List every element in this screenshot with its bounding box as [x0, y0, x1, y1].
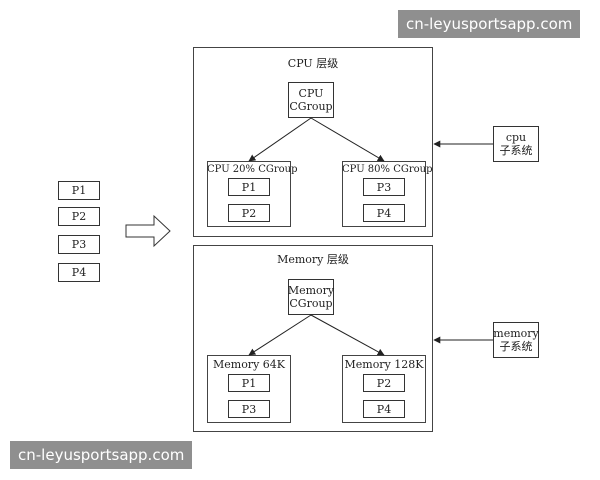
- cpu-20-item-p2: P2: [228, 204, 270, 222]
- process-p2: P2: [58, 207, 100, 226]
- cpu-80-cgroup-label: CPU 80% CGroup: [342, 164, 433, 175]
- memory-128k-item-p2: P2: [363, 374, 405, 392]
- process-p4: P4: [58, 263, 100, 282]
- cpu-subsystem-line-2: 子系统: [499, 144, 533, 157]
- memory-root-line-2: CGroup: [289, 297, 333, 310]
- cpu-hierarchy-title: CPU 层级: [287, 57, 339, 70]
- memory-subsystem-line-1: memory: [493, 327, 539, 340]
- assignment-arrow-icon: [125, 214, 171, 248]
- process-p1: P1: [58, 181, 100, 200]
- memory-64k-item-p3: P3: [228, 400, 270, 418]
- memory-64k-cgroup-label: Memory 64K: [212, 358, 285, 371]
- watermark-bottom: cn-leyusportsapp.com: [10, 441, 193, 469]
- memory-64k-item-p1: P1: [228, 374, 270, 392]
- cpu-root-cgroup: CPU CGroup: [288, 82, 334, 118]
- memory-root-line-1: Memory: [287, 284, 335, 297]
- watermark-top: cn-leyusportsapp.com: [398, 10, 581, 38]
- cpu-subsystem-box: cpu 子系统: [493, 126, 539, 162]
- memory-root-cgroup: Memory CGroup: [288, 279, 334, 315]
- memory-128k-cgroup-label: Memory 128K: [344, 358, 424, 371]
- cpu-20-cgroup-label: CPU 20% CGroup: [207, 164, 298, 175]
- cpu-80-item-p4: P4: [363, 204, 405, 222]
- cpu-root-line-2: CGroup: [289, 100, 333, 113]
- memory-subsystem-line-2: 子系统: [499, 340, 533, 353]
- memory-subsystem-box: memory 子系统: [493, 322, 539, 358]
- cpu-root-line-1: CPU: [298, 87, 324, 100]
- memory-hierarchy-title: Memory 层级: [277, 253, 349, 266]
- cpu-20-item-p1: P1: [228, 178, 270, 196]
- cpu-80-item-p3: P3: [363, 178, 405, 196]
- cpu-subsystem-line-1: cpu: [505, 131, 527, 144]
- memory-128k-item-p4: P4: [363, 400, 405, 418]
- process-p3: P3: [58, 235, 100, 254]
